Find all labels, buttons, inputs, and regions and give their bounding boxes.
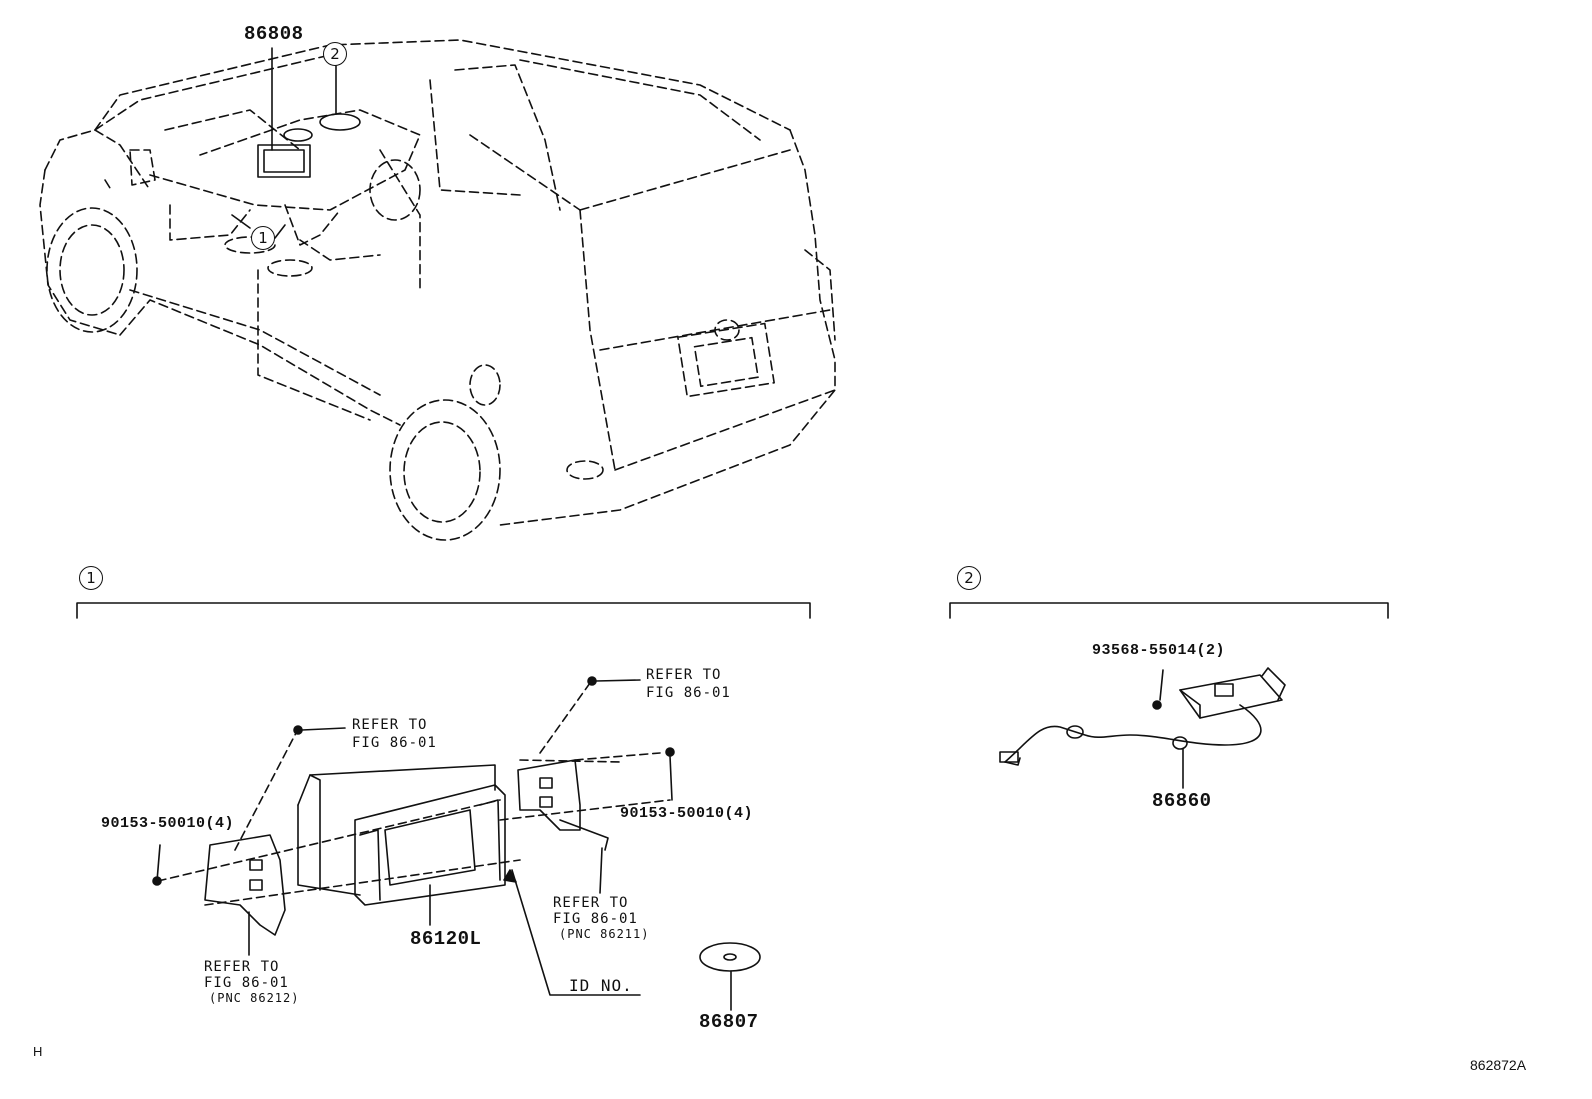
- footer-left-code: H: [33, 1044, 43, 1059]
- section-2-bracket: [949, 602, 1389, 619]
- antenna-assembly: [999, 667, 1286, 789]
- vehicle-illustration: [39, 39, 836, 541]
- refer-to-b-line1: REFER TO: [646, 667, 722, 683]
- refer-to-b-line2: FIG 86-01: [646, 685, 731, 701]
- refer-to-c-line2: FIG 86-01: [553, 911, 638, 927]
- section-1-bracket: [76, 602, 811, 619]
- bolt-right-part-number: 90153-50010(4): [620, 805, 754, 822]
- disc-icon: [699, 942, 761, 972]
- antenna-in-dash: [319, 113, 361, 131]
- section-marker-2: 2: [957, 566, 981, 590]
- part-number-86860: 86860: [1152, 790, 1212, 812]
- part-number-86120L: 86120L: [410, 928, 482, 950]
- refer-to-d-line2: FIG 86-01: [204, 975, 289, 991]
- callout-circle-1-top: 1: [251, 226, 275, 250]
- refer-to-c-line3: (PNC 86211): [559, 927, 650, 941]
- screw-part-number: 93568-55014(2): [1092, 642, 1226, 659]
- section-marker-1: 1: [79, 566, 103, 590]
- part-number-86807: 86807: [699, 1011, 759, 1033]
- callout-circle-2-top: 2: [323, 42, 347, 66]
- refer-to-d-line1: REFER TO: [204, 959, 280, 975]
- figure-code: 862872A: [1470, 1057, 1527, 1073]
- head-unit-in-dash: [257, 144, 311, 178]
- refer-to-d-line3: (PNC 86212): [209, 991, 300, 1005]
- refer-to-c-line1: REFER TO: [553, 895, 629, 911]
- id-number-label: ID NO.: [569, 976, 633, 995]
- head-unit-assembly: [204, 759, 609, 936]
- screw-icons: [152, 676, 675, 886]
- leader-callout-1: [231, 214, 251, 229]
- bolt-left-part-number: 90153-50010(4): [101, 815, 235, 832]
- part-number-86808: 86808: [244, 23, 304, 45]
- refer-to-a-line2: FIG 86-01: [352, 735, 437, 751]
- refer-to-a-line1: REFER TO: [352, 717, 428, 733]
